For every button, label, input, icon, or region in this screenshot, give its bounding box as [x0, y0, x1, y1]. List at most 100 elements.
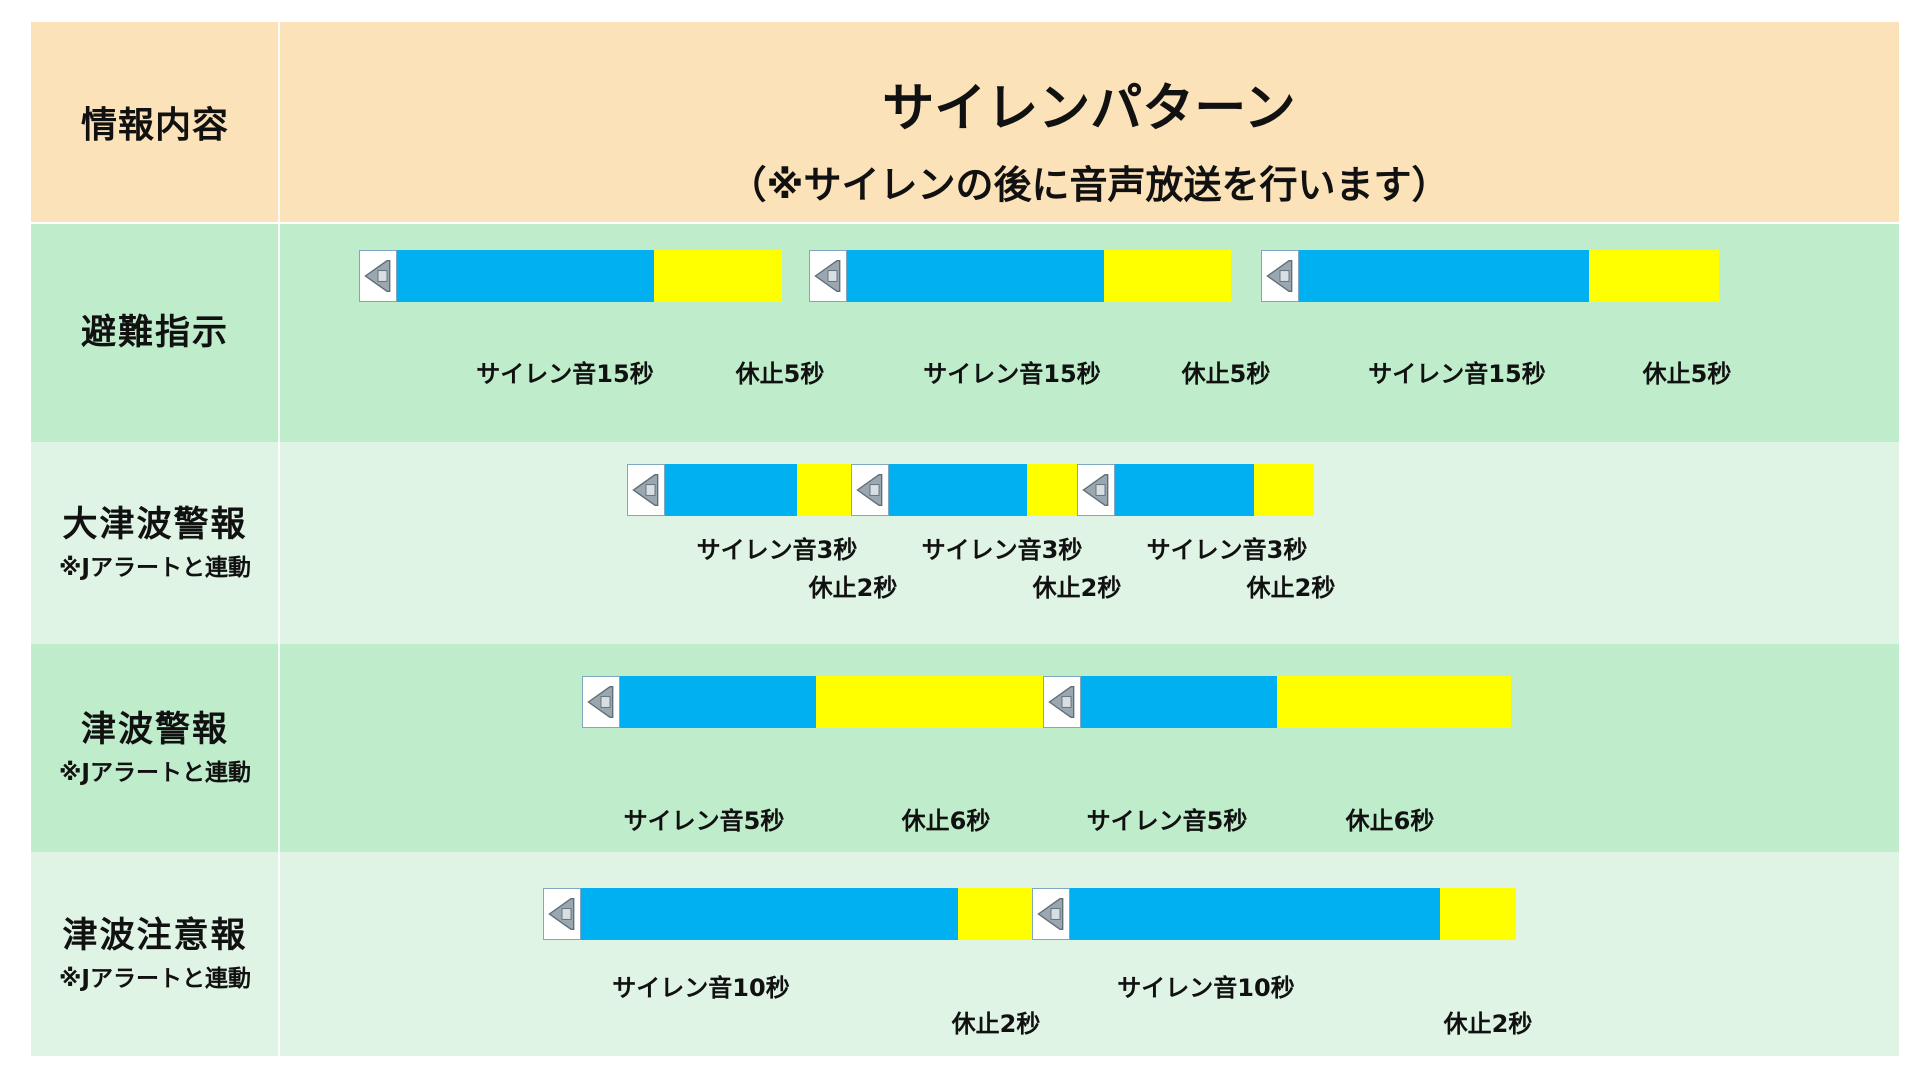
speaker-horn [856, 474, 883, 506]
row-evacuation-order: 避難指示 サイレン音15秒 休止5秒 サイレン音15秒 休止5秒 サイレン音15秒 休止5… [31, 224, 1899, 442]
row-label-cell: 大津波警報 ※Jアラートと連動 [31, 442, 279, 644]
speaker-graphic [1266, 260, 1293, 292]
row-label: 津波注意報 [62, 916, 248, 956]
pause-segment [797, 464, 854, 516]
siren-segment [809, 250, 1104, 302]
siren-duration-label: サイレン音15秒 [1368, 360, 1546, 388]
column-divider [278, 644, 280, 852]
siren-duration-label: サイレン音3秒 [1146, 536, 1308, 564]
speaker-body [827, 270, 838, 282]
speaker-icon [627, 464, 665, 516]
speaker-graphic [587, 686, 614, 718]
speaker-graphic [1048, 686, 1075, 718]
timeline: サイレン音3秒休止2秒サイレン音3秒休止2秒サイレン音3秒休止2秒 [279, 442, 1899, 644]
speaker-horn [632, 474, 659, 506]
speaker-body [1061, 696, 1072, 708]
speaker-body [377, 270, 388, 282]
pause-segment [1104, 250, 1231, 302]
header-left-cell: 情報内容 [31, 22, 279, 222]
column-header-info: 情報内容 [80, 105, 229, 146]
pause-duration-label: 休止2秒 [1443, 1010, 1533, 1038]
siren-duration-label: サイレン音10秒 [1117, 974, 1295, 1002]
speaker-icon [1032, 888, 1070, 940]
siren-segment [1043, 676, 1277, 728]
siren-segment [1261, 250, 1589, 302]
pause-segment [1277, 676, 1511, 728]
header-row: 情報内容 サイレンパターン （※サイレンの後に音声放送を行います） [31, 22, 1899, 222]
column-divider [278, 442, 280, 644]
siren-segment [1032, 888, 1440, 940]
speaker-icon [359, 250, 397, 302]
speaker-body [869, 484, 880, 496]
speaker-graphic [814, 260, 841, 292]
speaker-body [1279, 270, 1290, 282]
row-label: 避難指示 [80, 313, 229, 353]
speaker-icon [1043, 676, 1081, 728]
pause-segment [1440, 888, 1516, 940]
column-divider [278, 224, 280, 442]
pause-duration-label: 休止2秒 [951, 1010, 1041, 1038]
speaker-horn [814, 260, 841, 292]
pause-segment [654, 250, 782, 302]
row-label-cell: 避難指示 [31, 224, 279, 442]
pause-segment [1254, 464, 1314, 516]
row-label: 大津波警報 [62, 505, 248, 545]
column-divider [278, 22, 280, 222]
speaker-graphic [364, 260, 391, 292]
row-label: 津波警報 [80, 710, 229, 750]
speaker-graphic [548, 898, 575, 930]
siren-duration-label: サイレン音5秒 [1086, 807, 1248, 835]
pause-segment [1027, 464, 1086, 516]
row-note: ※Jアラートと連動 [59, 966, 251, 992]
timeline: サイレン音5秒 休止6秒 サイレン音5秒 休止6秒 [279, 644, 1899, 852]
speaker-graphic [1082, 474, 1109, 506]
row-label-cell: 津波警報 ※Jアラートと連動 [31, 644, 279, 852]
row-major-tsunami-warning: 大津波警報 ※Jアラートと連動 サイレン音3秒休止2秒サイレン音3秒休止2秒サイ… [31, 442, 1899, 644]
speaker-graphic [856, 474, 883, 506]
pause-segment [1589, 250, 1719, 302]
header-right-cell: サイレンパターン （※サイレンの後に音声放送を行います） [279, 22, 1899, 222]
speaker-horn [587, 686, 614, 718]
siren-duration-label: サイレン音15秒 [923, 360, 1101, 388]
siren-segment [359, 250, 654, 302]
row-note: ※Jアラートと連動 [59, 555, 251, 581]
pause-duration-label: 休止2秒 [1032, 574, 1122, 602]
speaker-icon [1077, 464, 1115, 516]
row-tsunami-advisory: 津波注意報 ※Jアラートと連動 サイレン音10秒休止2秒 サイレン音10秒休止2秒 [31, 852, 1899, 1056]
speaker-icon [582, 676, 620, 728]
siren-segment [582, 676, 816, 728]
siren-duration-label: サイレン音5秒 [623, 807, 785, 835]
speaker-body [1050, 908, 1061, 920]
pause-duration-label: 休止2秒 [1246, 574, 1336, 602]
speaker-icon [851, 464, 889, 516]
row-note: ※Jアラートと連動 [59, 760, 251, 786]
pause-duration-label: 休止6秒 [901, 807, 991, 835]
speaker-icon [543, 888, 581, 940]
pause-segment [816, 676, 1047, 728]
speaker-icon [1261, 250, 1299, 302]
pause-duration-label: 休止5秒 [1642, 360, 1732, 388]
pattern-subtitle: （※サイレンの後に音声放送を行います） [728, 163, 1450, 207]
speaker-body [645, 484, 656, 496]
column-divider [278, 852, 280, 1056]
speaker-icon [809, 250, 847, 302]
siren-duration-label: サイレン音10秒 [612, 974, 790, 1002]
speaker-horn [364, 260, 391, 292]
pause-duration-label: 休止5秒 [735, 360, 825, 388]
pattern-title: サイレンパターン [882, 79, 1296, 139]
speaker-body [561, 908, 572, 920]
pause-segment [958, 888, 1032, 940]
siren-segment [543, 888, 958, 940]
speaker-body [1095, 484, 1106, 496]
speaker-horn [548, 898, 575, 930]
siren-duration-label: サイレン音15秒 [476, 360, 654, 388]
timeline: サイレン音15秒 休止5秒 サイレン音15秒 休止5秒 サイレン音15秒 休止5秒 [279, 224, 1899, 442]
speaker-body [600, 696, 611, 708]
pause-duration-label: 休止2秒 [808, 574, 898, 602]
pause-duration-label: 休止5秒 [1181, 360, 1271, 388]
pause-duration-label: 休止6秒 [1345, 807, 1435, 835]
row-tsunami-warning: 津波警報 ※Jアラートと連動 サイレン音5秒 休止6秒 サイレン音5秒 休止6秒 [31, 644, 1899, 852]
speaker-graphic [632, 474, 659, 506]
siren-duration-label: サイレン音3秒 [696, 536, 858, 564]
